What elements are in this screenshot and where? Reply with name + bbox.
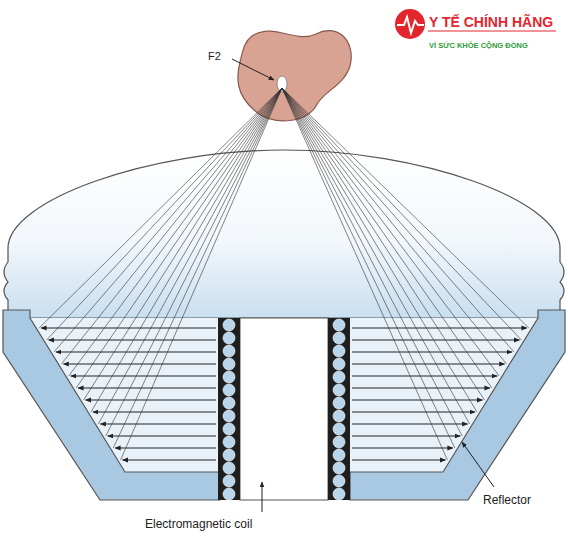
coil-winding — [223, 397, 235, 409]
stone — [277, 76, 287, 92]
focus-label-wrap: F2 — [208, 46, 221, 64]
pressure-wave — [100, 424, 216, 425]
pressure-wave — [352, 364, 505, 365]
pressure-wave — [49, 340, 216, 341]
pressure-wave — [352, 388, 490, 389]
shock-ray — [84, 88, 282, 400]
coil-winding — [223, 436, 235, 448]
coil-winding — [333, 384, 345, 396]
shock-ray — [121, 88, 282, 460]
coil-winding — [223, 345, 235, 357]
shock-ray — [69, 88, 282, 376]
shock-ray — [282, 88, 529, 328]
shock-ray — [282, 88, 492, 388]
part-label-wrap: Electromagnetic coil — [145, 514, 252, 532]
pressure-wave — [56, 352, 216, 353]
coil-winding — [333, 371, 345, 383]
shock-ray — [98, 88, 282, 424]
shock-ray — [47, 88, 282, 340]
shock-ray — [91, 88, 282, 412]
coil-winding — [333, 397, 345, 409]
coil-winding — [223, 449, 235, 461]
shock-ray — [76, 88, 282, 388]
pressure-wave — [352, 448, 453, 449]
coil-winding — [223, 475, 235, 487]
shock-ray — [282, 88, 477, 412]
shock-ray — [282, 88, 470, 424]
pressure-wave — [352, 376, 497, 377]
shock-ray — [113, 88, 282, 448]
pressure-wave — [352, 412, 475, 413]
coil-winding — [333, 345, 345, 357]
logo-slogan-wrap: VÌ SỨC KHỎE CỘNG ĐỒNG — [429, 34, 528, 52]
coil-winding — [333, 462, 345, 474]
coil-winding — [223, 488, 235, 500]
pressure-wave — [352, 424, 468, 425]
shock-ray — [282, 88, 455, 448]
pressure-wave — [41, 328, 216, 329]
coil-winding — [333, 410, 345, 422]
pressure-wave — [352, 352, 512, 353]
part-label-wrap: Reflector — [483, 490, 531, 508]
logo-heartbeat — [397, 17, 424, 33]
pressure-wave — [115, 448, 216, 449]
coil-winding — [223, 332, 235, 344]
leader-line — [232, 59, 274, 80]
coil-winding — [223, 384, 235, 396]
coil-winding — [333, 488, 345, 500]
shock-ray — [282, 88, 447, 460]
logo-rule — [428, 31, 556, 32]
pressure-wave — [108, 436, 216, 437]
pressure-wave — [123, 460, 216, 461]
logo-slogan: VÌ SỨC KHỎE CỘNG ĐỒNG — [429, 41, 528, 50]
part-label: Electromagnetic coil — [145, 517, 252, 531]
pressure-wave — [78, 388, 216, 389]
pressure-wave — [63, 364, 216, 365]
coil-winding — [223, 358, 235, 370]
logo-circle — [395, 9, 425, 39]
pressure-wave — [352, 340, 519, 341]
shock-ray — [54, 88, 282, 352]
pressure-wave — [86, 400, 216, 401]
coil-winding — [223, 462, 235, 474]
coil-column — [218, 318, 240, 500]
coil-winding — [333, 436, 345, 448]
water-cushion — [4, 150, 564, 318]
pressure-wave — [352, 328, 527, 329]
pressure-wave — [352, 436, 460, 437]
coil-winding — [333, 449, 345, 461]
coil-winding — [223, 410, 235, 422]
coil-winding — [333, 358, 345, 370]
logo-title-wrap: Y TẾ CHÍNH HÃNG — [429, 13, 553, 31]
reflector-body — [3, 310, 220, 500]
logo-title: Y TẾ CHÍNH HÃNG — [429, 14, 553, 30]
coil-winding — [223, 371, 235, 383]
part-label: Reflector — [483, 493, 531, 507]
coil-winding — [223, 423, 235, 435]
pressure-wave — [71, 376, 216, 377]
pressure-wave — [352, 460, 445, 461]
leader-line — [262, 482, 263, 512]
shock-ray — [282, 88, 484, 400]
leader-line — [462, 442, 494, 487]
pressure-wave — [352, 400, 482, 401]
pressure-wave — [93, 412, 216, 413]
shock-ray — [39, 88, 282, 328]
focus-label: F2 — [208, 50, 221, 62]
coil-winding — [333, 475, 345, 487]
shock-ray — [282, 88, 462, 436]
coil-winding — [333, 423, 345, 435]
coil-winding — [223, 319, 235, 331]
shock-ray — [106, 88, 282, 436]
coil-winding — [333, 319, 345, 331]
coil-chamber — [240, 318, 328, 500]
coil-column — [328, 318, 350, 500]
coil-winding — [333, 332, 345, 344]
